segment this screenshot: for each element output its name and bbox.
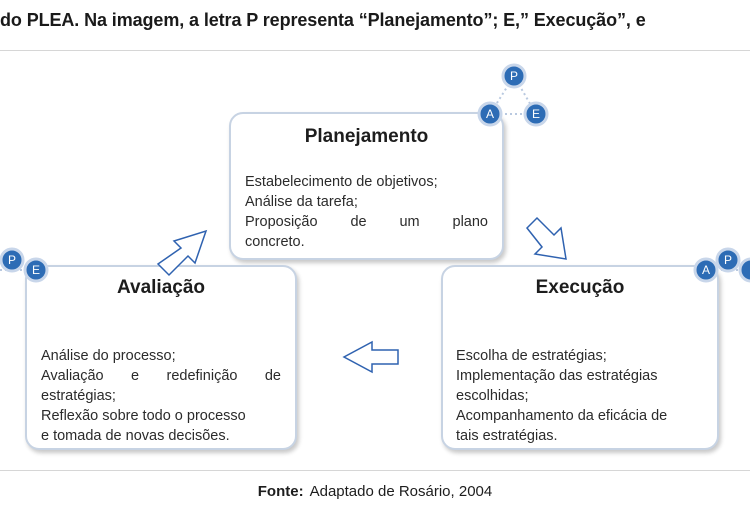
avaliacao-item: estratégias; <box>41 388 116 404</box>
cycle-node-icon <box>523 101 549 127</box>
planejamento-box: Planejamento Estabelecimento de objetivo… <box>229 112 504 260</box>
arrow-exec-to-aval <box>342 340 399 374</box>
planejamento-item: concreto. <box>245 234 305 250</box>
bottom-divider <box>0 470 750 471</box>
execucao-item: tais estratégias. <box>456 428 558 444</box>
planejamento-item: Estabelecimento de objetivos; <box>245 174 438 190</box>
avaliacao-item: Análise do processo; <box>41 348 176 364</box>
cycle-node-icon <box>0 247 25 273</box>
cycle-letter-p: P <box>724 253 732 267</box>
avaliacao-list: Análise do processo; Avaliação e redefin… <box>41 346 281 446</box>
avaliacao-item: e tomada de novas decisões. <box>41 428 230 444</box>
execucao-item: escolhidas; <box>456 388 529 404</box>
execucao-item: Escolha de estratégias; <box>456 348 607 364</box>
figure-source: Fonte: Adaptado de Rosário, 2004 <box>0 483 750 500</box>
source-label: Fonte: <box>257 483 304 500</box>
cycle-node-icon <box>738 257 750 283</box>
source-text: Adaptado de Rosário, 2004 <box>309 483 493 500</box>
avaliacao-box: Avaliação Análise do processo; Avaliação… <box>25 265 297 450</box>
planejamento-item: Proposição de um plano <box>245 214 488 230</box>
execucao-item: Acompanhamento da eficácia de <box>456 408 668 424</box>
cycle-letter-p: P <box>510 69 518 83</box>
avaliacao-title: Avaliação <box>116 277 205 298</box>
execucao-title: Execução <box>535 277 625 298</box>
execucao-box: Execução Escolha de estratégias; Impleme… <box>441 265 719 450</box>
avaliacao-item: Avaliação e redefinição de <box>41 368 281 384</box>
cycle-node-icon <box>501 63 527 89</box>
cycle-letter-p: P <box>8 253 16 267</box>
planejamento-title: Planejamento <box>304 126 429 147</box>
planejamento-list: Estabelecimento de objetivos; Análise da… <box>245 172 488 252</box>
figure-caption: do PLEA. Na imagem, a letra P representa… <box>0 10 646 30</box>
execucao-item: Implementação das estratégias <box>456 368 658 384</box>
avaliacao-item: Reflexão sobre todo o processo <box>41 408 246 424</box>
arrow-plan-to-exec <box>525 216 567 260</box>
top-divider <box>0 50 750 51</box>
execucao-list: Escolha de estratégias; Implementação da… <box>456 346 702 446</box>
cycle-letter-e: E <box>532 107 540 121</box>
planejamento-item: Análise da tarefa; <box>245 194 358 210</box>
cycle-node-icon <box>715 247 741 273</box>
